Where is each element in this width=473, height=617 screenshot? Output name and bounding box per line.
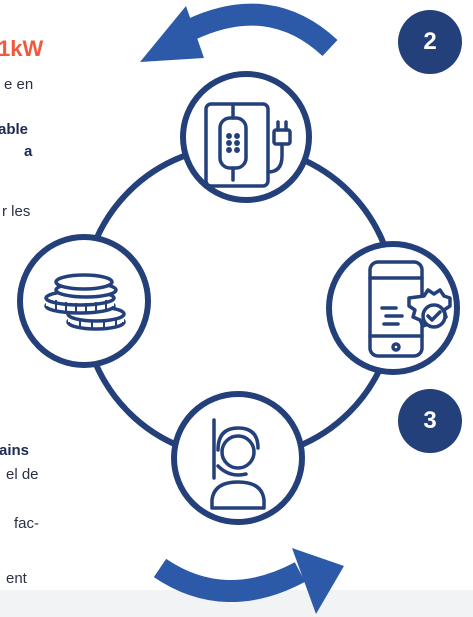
node-phone-settings — [326, 241, 460, 375]
charger-icon — [204, 102, 292, 188]
node-coins — [17, 234, 151, 368]
text-line-3: a — [24, 143, 33, 160]
step-badge-2: 2 — [398, 10, 462, 74]
step-badge-3: 3 — [398, 389, 462, 453]
text-line-7: fac- — [14, 515, 40, 532]
text-line-4: r les — [2, 203, 31, 220]
node-charger — [180, 71, 312, 203]
text-line-5: ains — [0, 442, 30, 459]
phone-settings-icon — [368, 260, 452, 358]
text-line-2: able — [0, 121, 29, 138]
text-line-6: el de — [6, 466, 39, 483]
support-agent-icon — [210, 418, 266, 510]
coins-icon — [44, 273, 126, 331]
text-line-1: e en — [4, 76, 34, 93]
section-heading: 1kW — [0, 36, 44, 61]
bottom-cycle-arrow — [153, 548, 344, 614]
node-support-agent — [171, 391, 305, 525]
top-cycle-arrow — [140, 3, 338, 62]
text-line-8: ent — [6, 570, 27, 587]
